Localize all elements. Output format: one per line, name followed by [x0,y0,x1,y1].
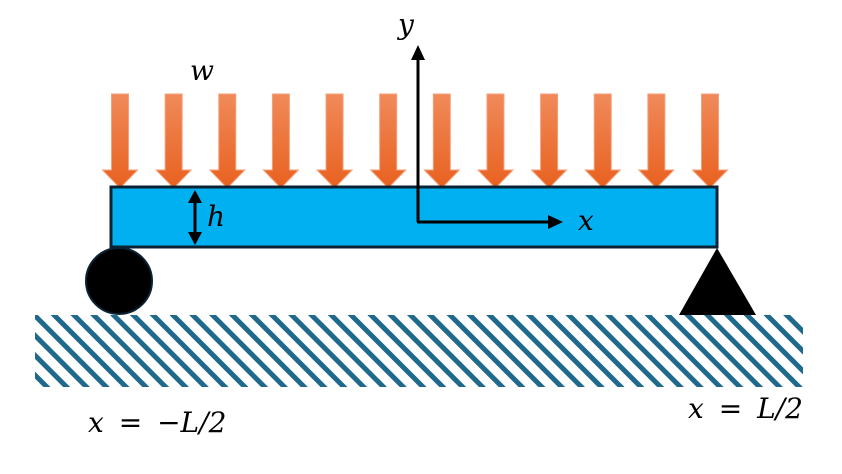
load-label: w [190,54,214,87]
ground-hatch [35,315,803,387]
load-arrow [530,93,568,189]
load-arrow [423,93,461,189]
right-end-var: x [688,392,704,425]
load-arrow [476,93,515,189]
load-arrow [315,93,354,189]
right-end-eq: = [719,392,742,425]
roller-support [85,247,153,315]
left-end-eq: = [119,406,142,439]
beam [109,185,719,249]
load-arrow [637,93,676,189]
y-axis-arrow [411,45,425,222]
distributed-load [101,93,729,189]
load-arrow [262,93,300,189]
load-arrow [154,93,193,189]
pin-support [679,248,756,315]
y-axis-label: y [396,8,415,41]
right-end-label: x = L/2 [688,392,803,425]
left-end-var: x [88,406,104,439]
right-end-value: L/2 [756,392,803,425]
load-arrow [369,93,407,189]
height-dimension-arrow [188,190,202,245]
left-end-label: x = −L/2 [88,406,226,439]
left-end-value: −L/2 [157,406,226,439]
x-axis-arrow [417,215,563,229]
height-label: h [207,200,225,233]
load-arrow [584,93,622,189]
load-arrow [691,93,729,189]
load-arrow [208,93,246,189]
load-arrow [101,93,139,189]
x-axis-label: x [578,204,594,237]
